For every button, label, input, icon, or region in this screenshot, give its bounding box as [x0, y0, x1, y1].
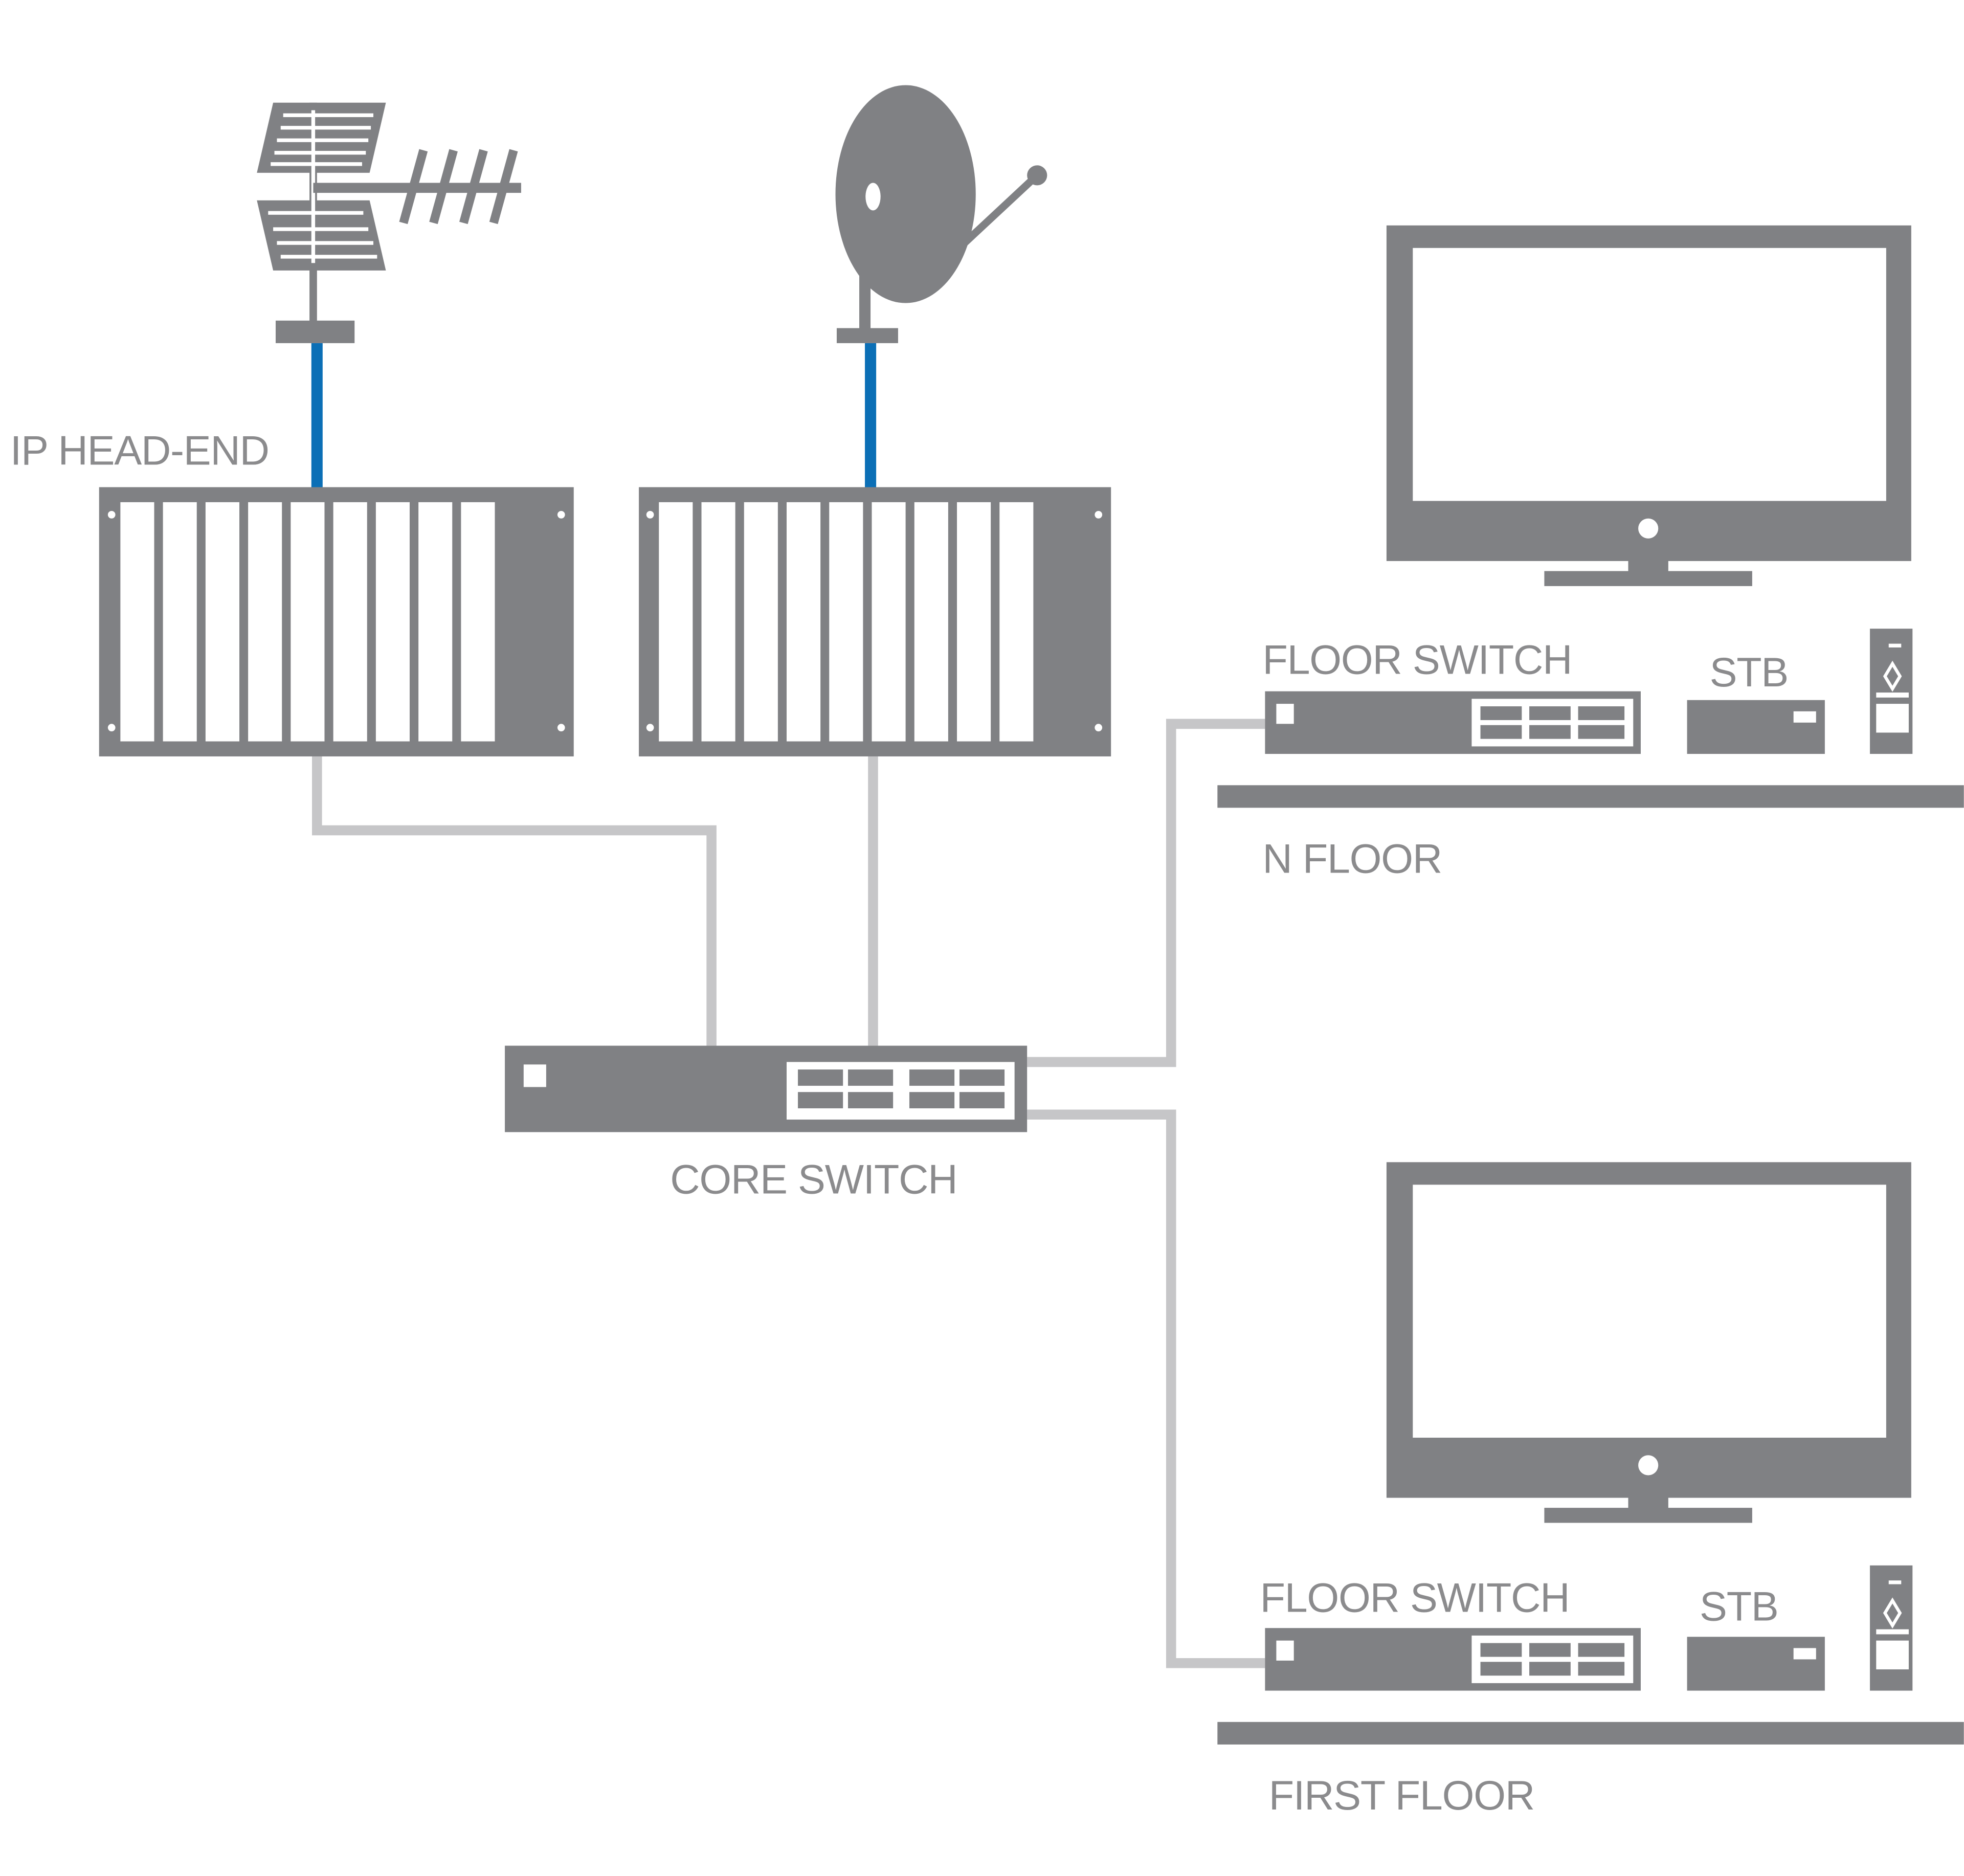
n-floor-label: N FLOOR: [1262, 836, 1442, 882]
ethernet-cables: [312, 719, 1265, 1668]
n-floor: FLOOR SWITCH STB N FLOOR: [1217, 226, 1963, 882]
terrestrial-antenna-icon: [257, 102, 521, 343]
head-end-rack-2: [639, 487, 1111, 756]
first-floor-switch-label: FLOOR SWITCH: [1260, 1575, 1570, 1621]
n-floor-stb-label: STB: [1710, 650, 1788, 696]
first-floor-label: FIRST FLOOR: [1269, 1773, 1534, 1819]
coax-cables: [311, 343, 877, 488]
satellite-dish-icon: [835, 85, 1047, 343]
n-floor-switch-label: FLOOR SWITCH: [1262, 637, 1572, 683]
first-floor: FLOOR SWITCH STB FIRST FLOOR: [1217, 1162, 1963, 1819]
core-switch: [505, 1045, 1028, 1132]
head-end-rack-1: [99, 487, 574, 756]
core-switch-label: CORE SWITCH: [670, 1157, 957, 1203]
head-end-label: IP HEAD-END: [10, 428, 269, 474]
first-floor-stb-label: STB: [1700, 1583, 1778, 1629]
